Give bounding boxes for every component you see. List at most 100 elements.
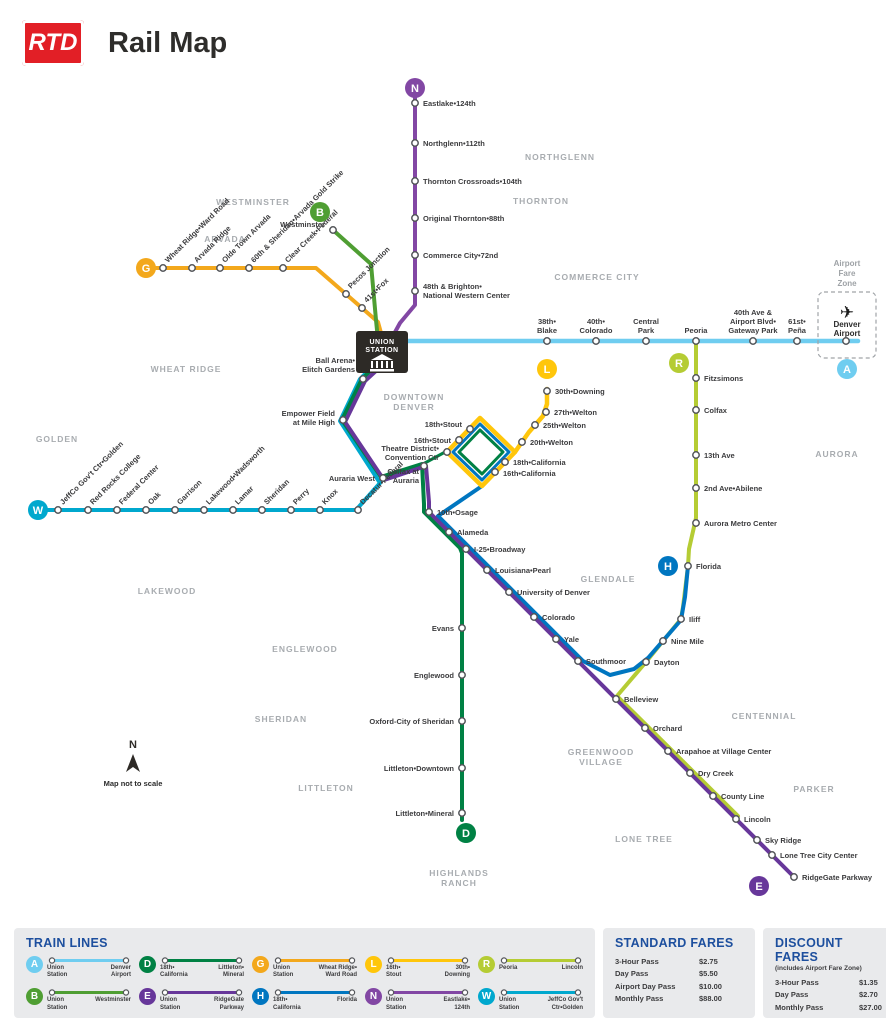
- line-badge-H: H: [658, 556, 678, 576]
- station-label: Dayton: [654, 658, 680, 667]
- badge-letter: R: [675, 358, 683, 370]
- station-label: Red Rocks College: [88, 452, 142, 506]
- station-dot: [483, 566, 491, 574]
- station-dot: [692, 406, 700, 414]
- station-label: Lincoln: [744, 815, 771, 824]
- station-dot: [200, 506, 208, 514]
- line-badge-R: R: [669, 353, 689, 373]
- legend-badge-H: H: [252, 988, 269, 1006]
- station-dot: [54, 506, 62, 514]
- legend-line: [387, 989, 469, 997]
- legend-to: Wheat Ridge•Ward Road: [318, 965, 357, 979]
- station-dot: [552, 635, 560, 643]
- region-label: AURORA: [815, 449, 858, 459]
- union-station-icon: [370, 354, 394, 372]
- north-label: N: [129, 739, 137, 751]
- union-station-label: STATION: [365, 347, 398, 354]
- discount-fares-panel: DISCOUNT FARES (includes Airport Fare Zo…: [763, 928, 886, 1018]
- station-label: Park: [638, 326, 655, 335]
- station-dot: [316, 506, 324, 514]
- station-label: Convention Ctr: [385, 453, 439, 462]
- station-dot: [411, 139, 419, 147]
- station-dot: [188, 264, 196, 272]
- legend-line: [500, 957, 582, 964]
- station-label: 13th Ave: [704, 451, 735, 460]
- station-label: 30th•Downing: [555, 387, 605, 396]
- region-label: PARKER: [793, 784, 834, 794]
- badge-letter: N: [411, 83, 419, 95]
- station-label: Southmoor: [586, 657, 626, 666]
- station-label: National Western Center: [423, 291, 510, 300]
- station-label: Orchard: [653, 724, 683, 733]
- station-label: Oxford-City of Sheridan: [369, 717, 454, 726]
- badge-circle: [136, 258, 156, 278]
- badge-letter: D: [462, 828, 470, 840]
- station-label: Original Thornton•88th: [423, 214, 505, 223]
- badge-circle: [28, 500, 48, 520]
- station-label: Fitzsimons: [704, 374, 743, 383]
- station-dot: [501, 458, 509, 466]
- station-dot: [574, 657, 582, 665]
- region-label: DOWNTOWN: [384, 392, 445, 402]
- legend-line: [48, 957, 130, 964]
- station-dot: [411, 177, 419, 185]
- airplane-icon: ✈: [840, 303, 854, 322]
- station-label: Commerce City•72nd: [423, 251, 499, 260]
- station-dot: [612, 695, 620, 703]
- station-label: Lamar: [233, 484, 255, 506]
- rail-line-N: [392, 94, 417, 336]
- station-label: Perry: [291, 486, 312, 507]
- region-label: SHERIDAN: [255, 714, 307, 724]
- station-dot: [790, 873, 798, 881]
- line-badge-B: B: [310, 202, 330, 222]
- region-label: DENVER: [393, 402, 434, 412]
- legend-badge-A: A: [26, 956, 43, 973]
- station-dot: [793, 337, 801, 345]
- station-label: 2nd Ave•Abilene: [704, 484, 762, 493]
- rtd-logo-text: RTD: [28, 29, 78, 56]
- station-label: Sky Ridge: [765, 836, 801, 845]
- station-label: Alameda: [457, 528, 489, 537]
- station-label: Dry Creek: [698, 769, 734, 778]
- legend-to: Lincoln: [561, 965, 583, 971]
- fare-label: 3-Hour Pass: [775, 978, 819, 987]
- legend-from: 18th•California: [160, 965, 188, 979]
- station-label: Colfax: [704, 406, 728, 415]
- rail-map: WESTMINSTERARVADANORTHGLENNTHORNTONCOMME…: [28, 78, 877, 896]
- station-label: Airport Blvd•: [730, 317, 776, 326]
- station-dot: [709, 792, 717, 800]
- rtd-logo: RTD: [22, 20, 84, 66]
- station-label: Lone Tree City Center: [780, 851, 858, 860]
- station-dot: [329, 226, 337, 234]
- station-dot: [732, 815, 740, 823]
- rail-line-B: [331, 228, 380, 342]
- line-badge-L: L: [537, 359, 557, 379]
- station-dot: [411, 99, 419, 107]
- fare-row: Airport Day Pass$10.00: [615, 981, 743, 993]
- station-label: Knox: [320, 486, 340, 506]
- station-label: Auraria West: [329, 474, 376, 483]
- region-label: GOLDEN: [36, 434, 78, 444]
- standard-fares-title: STANDARD FARES: [615, 936, 734, 950]
- station-dot: [677, 615, 685, 623]
- rail-line-loop-connector: [421, 449, 449, 466]
- station-label: 61st•: [788, 317, 806, 326]
- station-dot: [458, 717, 466, 725]
- legend-badge-B: B: [26, 988, 43, 1006]
- station-dot: [445, 528, 453, 536]
- station-dot: [359, 375, 367, 383]
- fare-row: 3-Hour Pass$2.75: [615, 956, 743, 968]
- station-label: 40th•: [587, 317, 605, 326]
- station-dot: [543, 337, 551, 345]
